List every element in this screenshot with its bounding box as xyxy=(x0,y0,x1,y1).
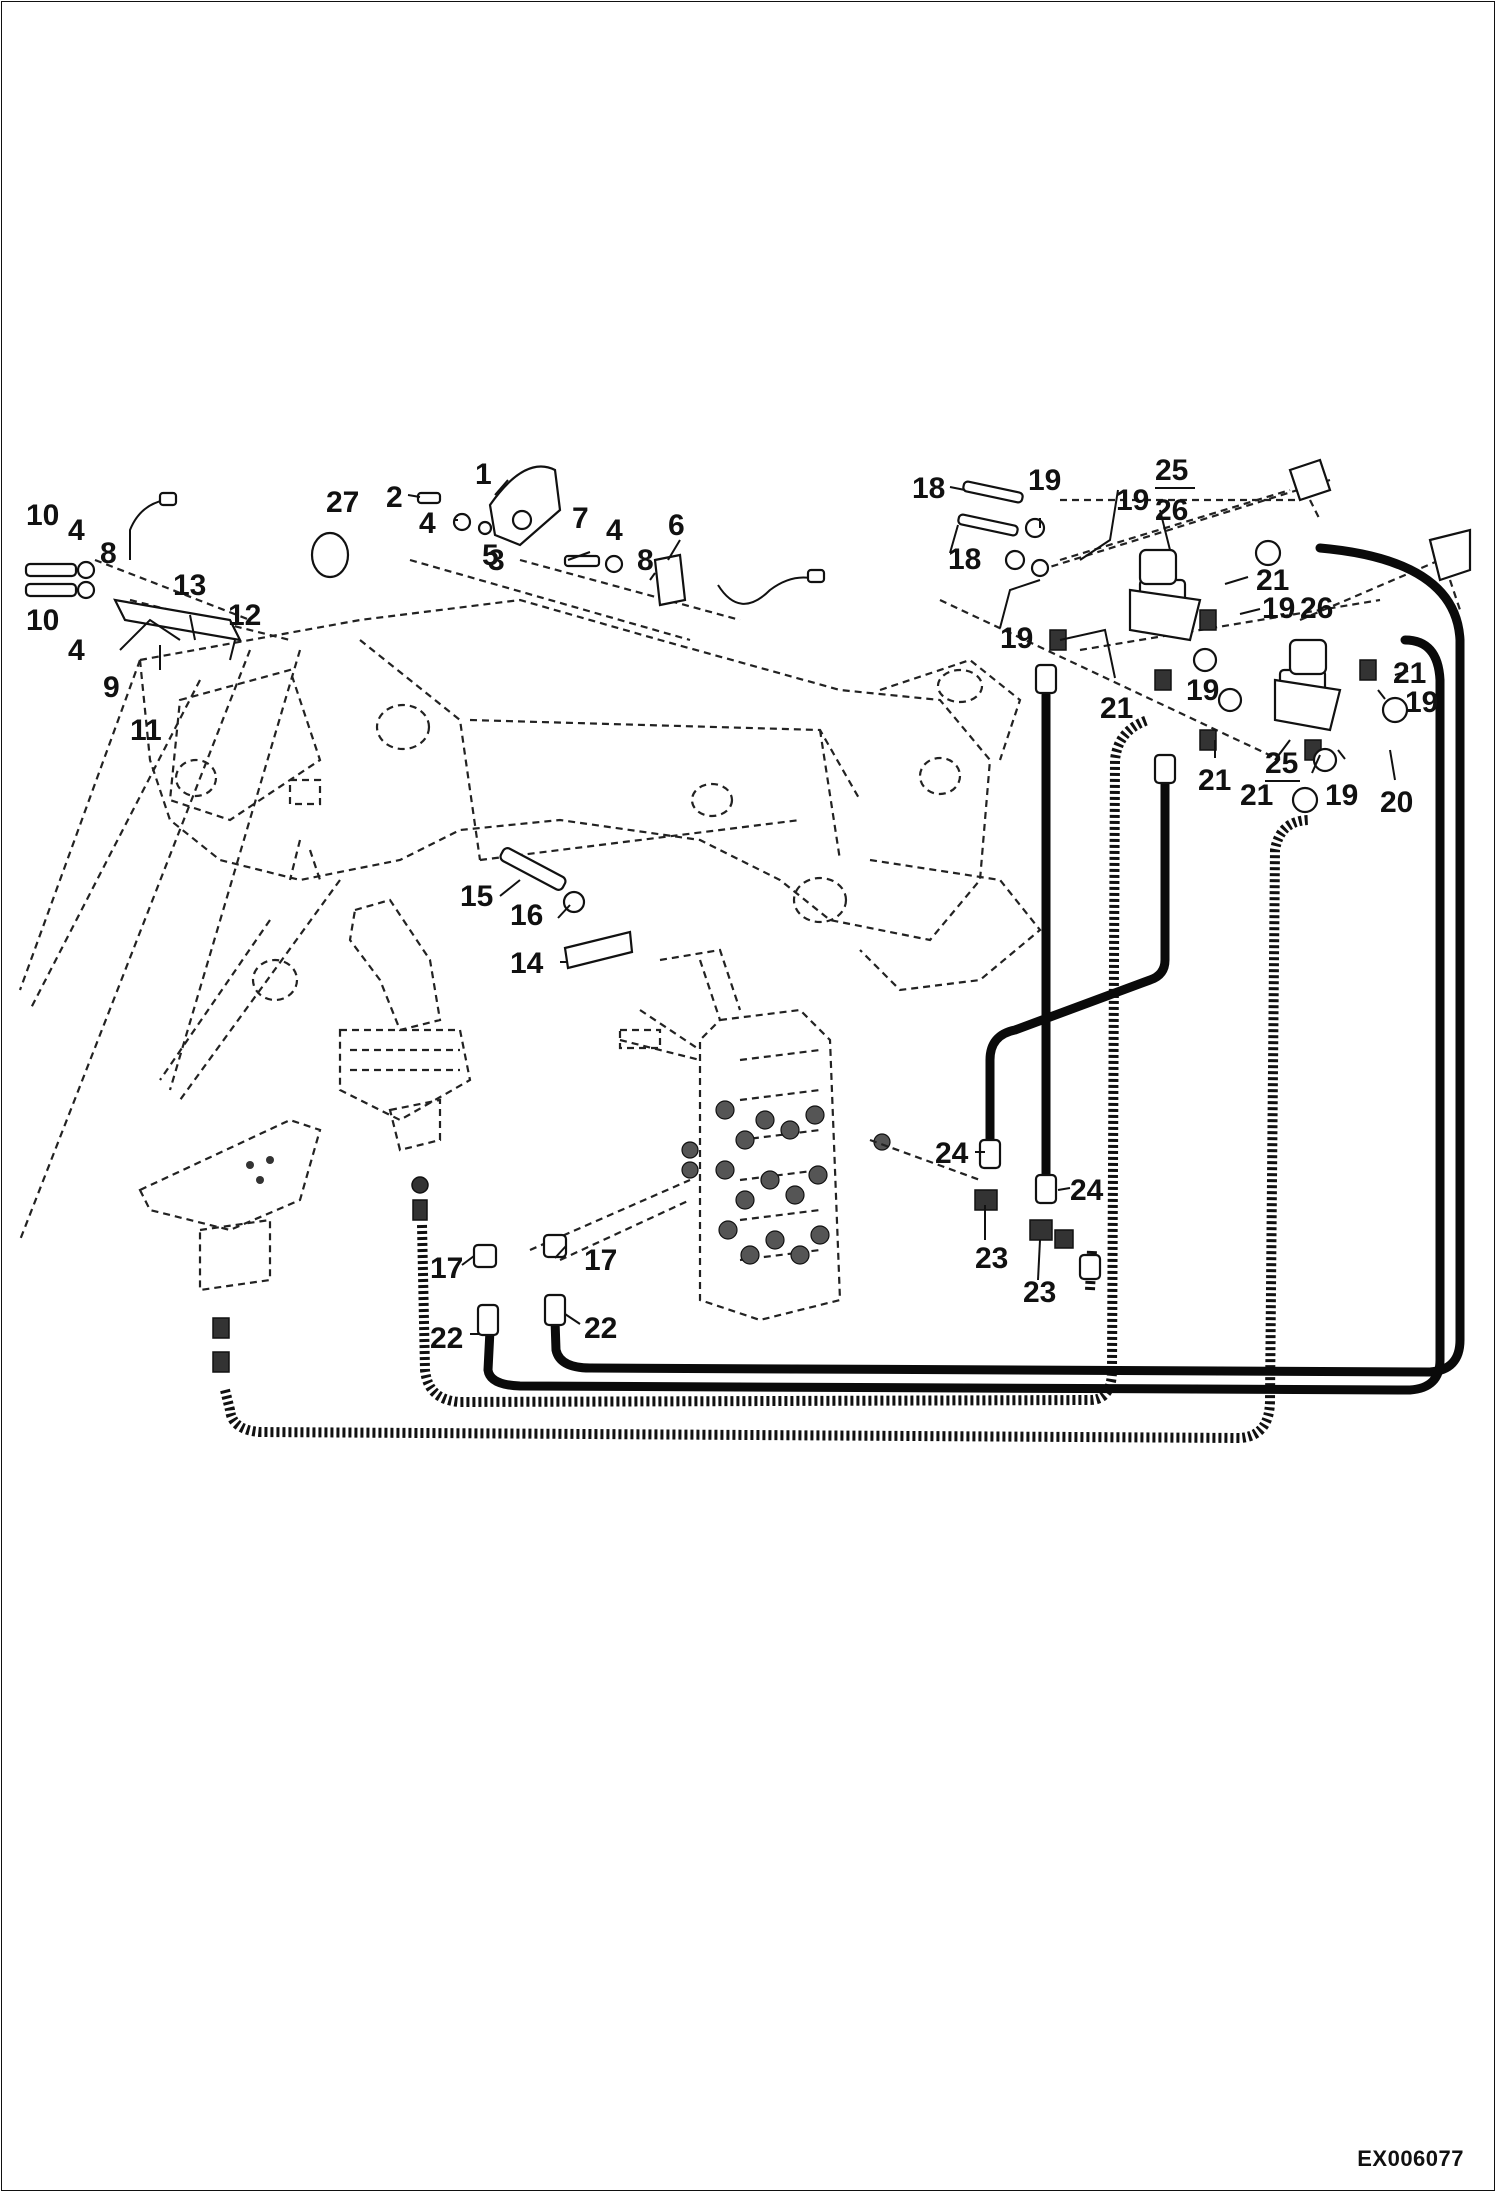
callout-22a: 22 xyxy=(430,1322,463,1355)
callout-21a: 21 xyxy=(1100,692,1133,725)
leader-dashes xyxy=(94,478,1441,761)
boom-structure xyxy=(18,598,1042,1241)
callout-4b: 4 xyxy=(68,514,85,547)
pressure-switches xyxy=(1288,458,1472,611)
callout-20: 20 xyxy=(1380,786,1413,819)
callout-25b: 25 xyxy=(1265,747,1298,780)
callout-2: 2 xyxy=(386,481,403,514)
callout-19c: 19 xyxy=(1000,622,1033,655)
callout-10a: 10 xyxy=(26,499,59,532)
callout-21d: 21 xyxy=(1240,779,1273,812)
callout-16: 16 xyxy=(510,899,543,932)
callout-24b: 24 xyxy=(1070,1174,1104,1207)
leader-lines xyxy=(119,479,1409,1335)
callout-23a: 23 xyxy=(975,1242,1008,1275)
callout-22b: 22 xyxy=(584,1312,617,1345)
callout-8a: 8 xyxy=(100,537,117,570)
callout-4a: 4 xyxy=(419,507,436,540)
callout-19e: 19 xyxy=(1262,592,1295,625)
callout-9: 9 xyxy=(103,671,120,704)
callout-19d: 19 xyxy=(1186,674,1219,707)
callout-4d: 4 xyxy=(606,514,623,547)
callout-25a: 25 xyxy=(1155,454,1188,487)
pedal xyxy=(138,1118,322,1373)
callout-19b: 19 xyxy=(1116,484,1149,517)
hydraulic-hoses xyxy=(220,543,1465,1443)
hose-fittings xyxy=(472,539,1409,1337)
callout-13: 13 xyxy=(173,569,206,602)
joystick xyxy=(338,898,472,1221)
callout-24a: 24 xyxy=(935,1137,969,1170)
callout-19f: 19 xyxy=(1325,779,1358,812)
callout-8b: 8 xyxy=(637,544,654,577)
callout-5: 5 xyxy=(482,539,499,572)
callout-23b: 23 xyxy=(1023,1276,1056,1309)
callout-17a: 17 xyxy=(430,1252,463,1285)
control-valve-block xyxy=(529,948,981,1322)
callout-21c: 21 xyxy=(1198,764,1231,797)
solenoid-valve-lower xyxy=(1273,638,1342,732)
callout-19a: 19 xyxy=(1028,464,1061,497)
hardware xyxy=(24,465,1050,970)
callout-14: 14 xyxy=(510,947,544,980)
callout-4c: 4 xyxy=(68,634,85,667)
callout-26b: 26 xyxy=(1300,592,1333,625)
callout-1: 1 xyxy=(475,458,492,491)
solenoid-valve-upper xyxy=(1128,548,1202,642)
callout-15: 15 xyxy=(460,880,493,913)
callout-26a: 26 xyxy=(1155,494,1188,527)
callout-12: 12 xyxy=(228,599,261,632)
callout-18a: 18 xyxy=(912,472,945,505)
callout-10b: 10 xyxy=(26,604,59,637)
callout-7: 7 xyxy=(572,502,589,535)
callout-19g: 19 xyxy=(1405,686,1438,719)
drawing-code: EX006077 xyxy=(1357,2146,1464,2171)
callout-17b: 17 xyxy=(584,1244,617,1277)
callout-18b: 18 xyxy=(948,543,981,576)
callout-6: 6 xyxy=(668,509,685,542)
callout-27: 27 xyxy=(326,486,359,519)
callout-3: 3 xyxy=(488,544,505,577)
callout-21b: 21 xyxy=(1256,564,1289,597)
callout-21e: 21 xyxy=(1393,657,1426,690)
callout-11: 11 xyxy=(130,714,162,747)
callout-labels: 1 2 3 4 4 4 4 5 6 7 8 8 9 10 10 11 12 13… xyxy=(26,454,1438,1355)
